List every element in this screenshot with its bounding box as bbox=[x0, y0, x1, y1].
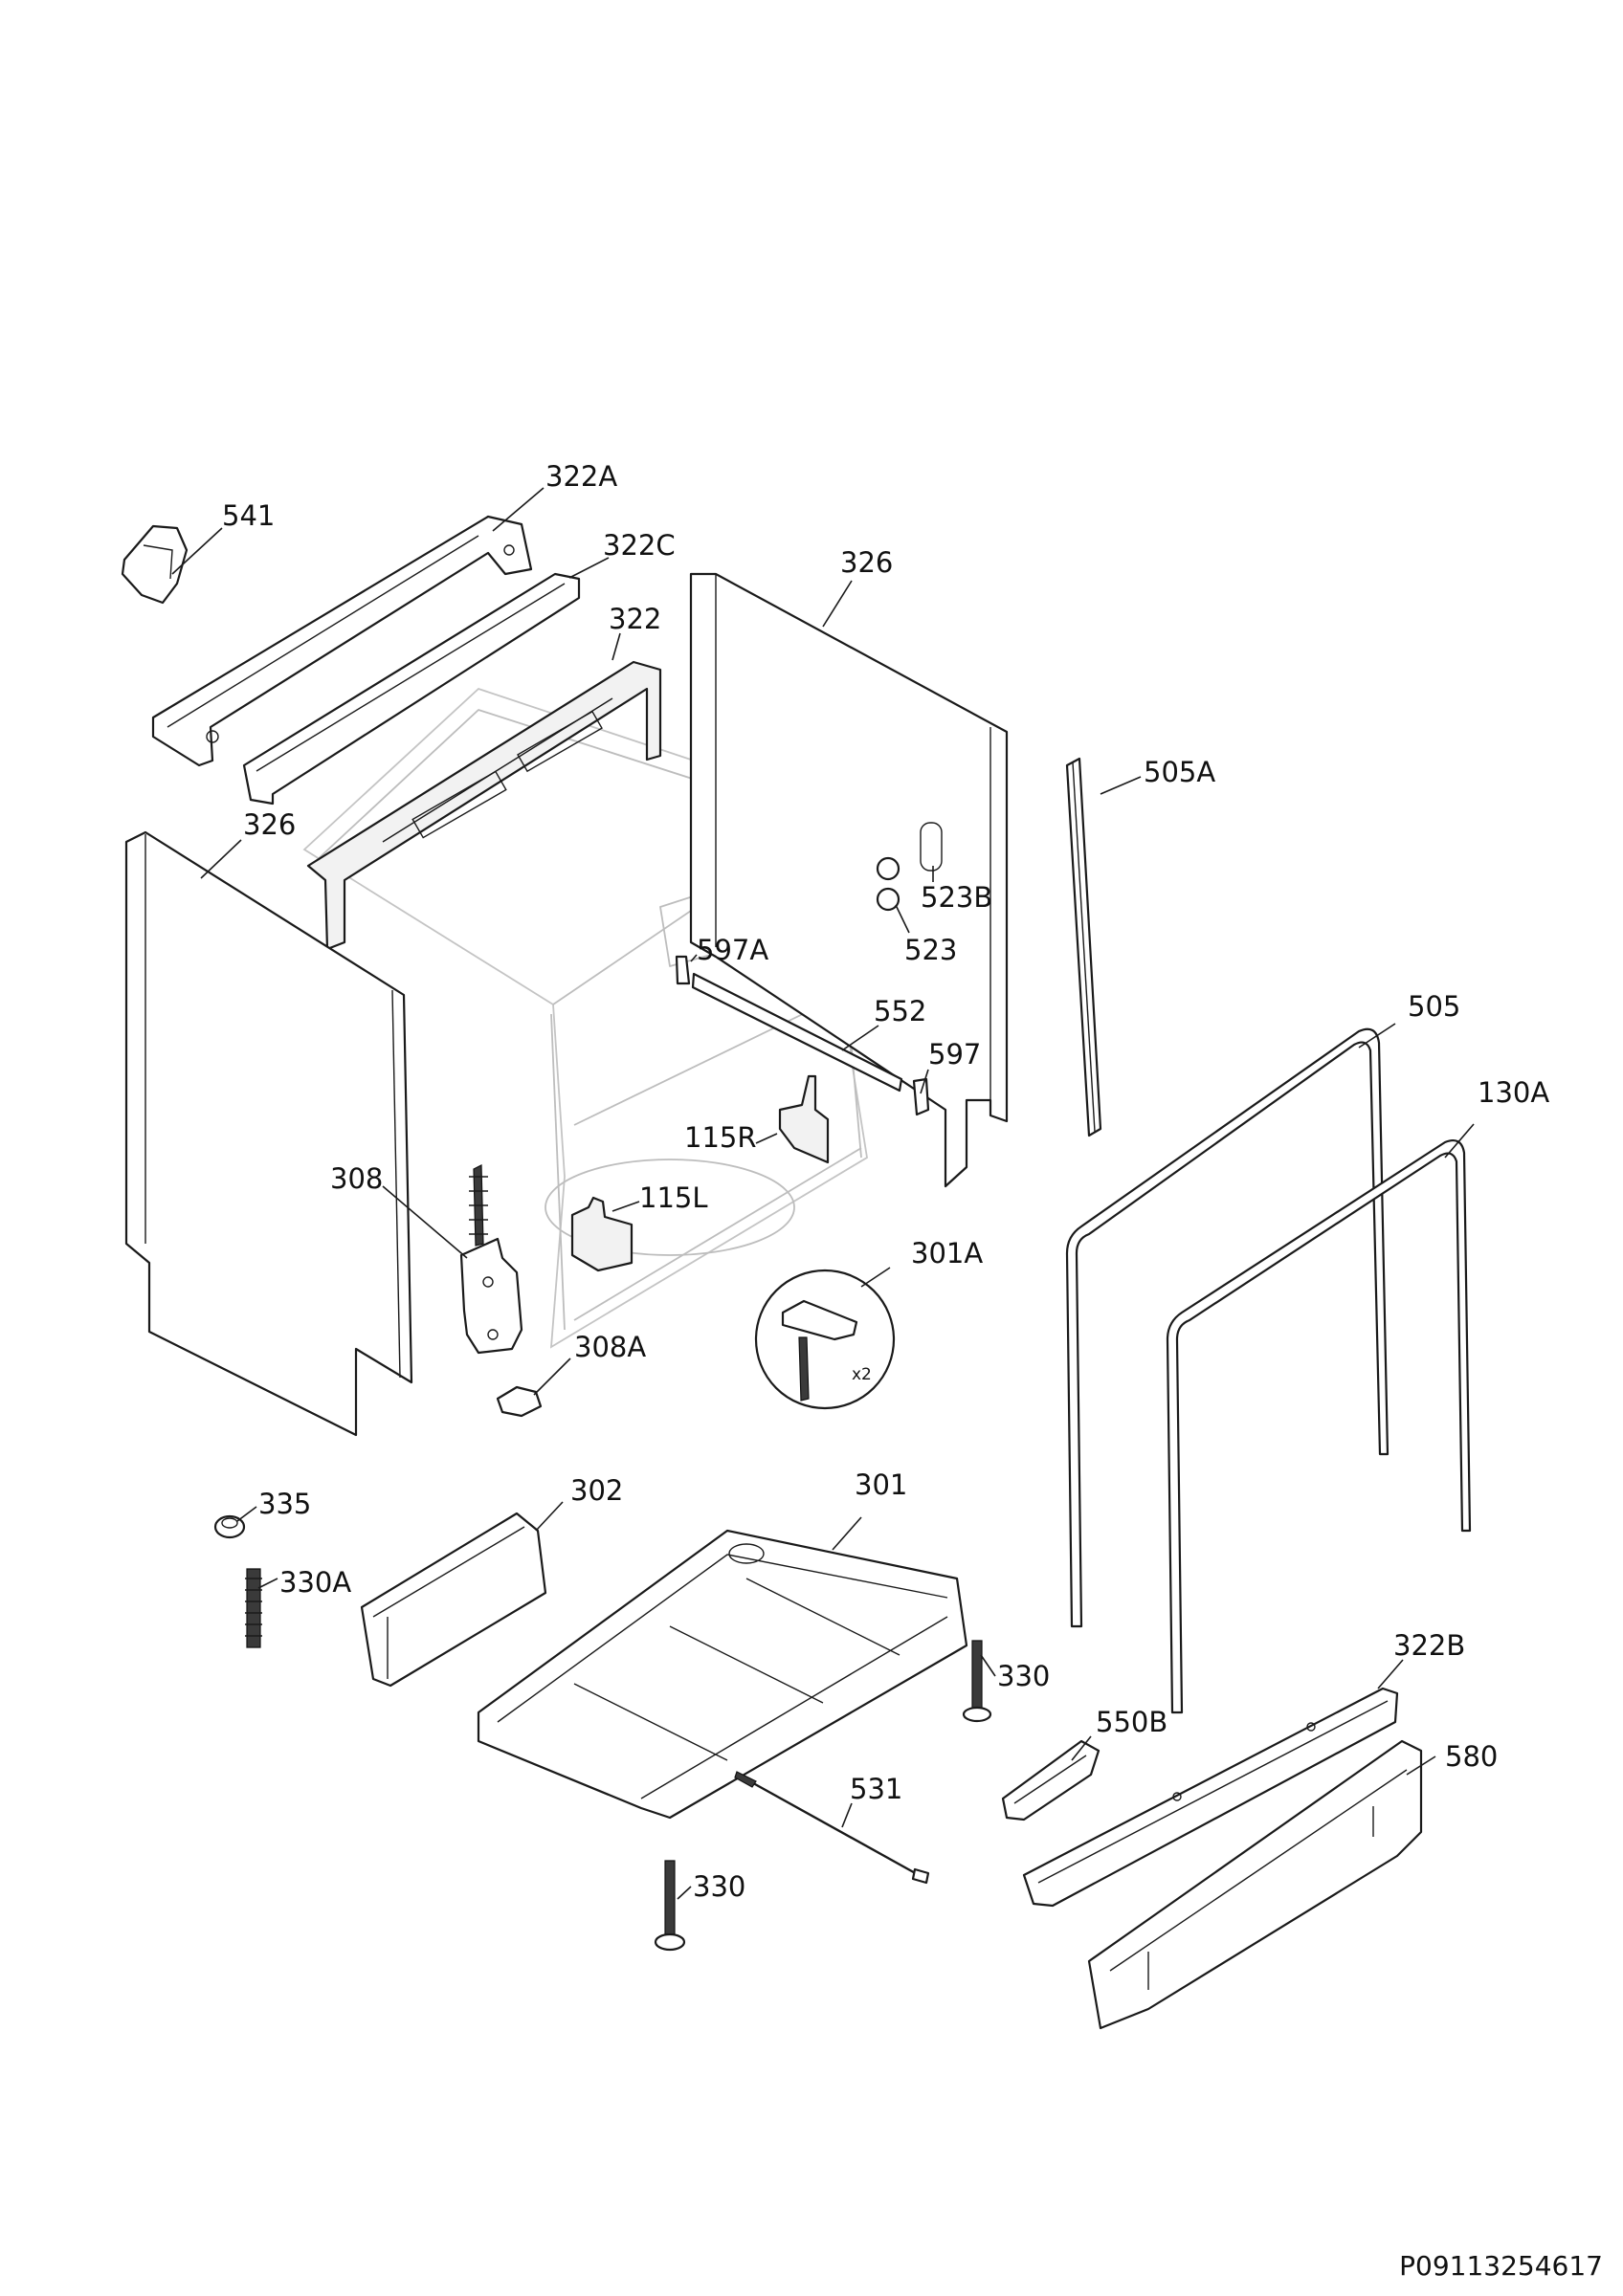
base-tray-301 bbox=[477, 1529, 968, 1820]
label-335: 335 bbox=[258, 1488, 311, 1520]
hinge-308 bbox=[459, 1164, 523, 1355]
clip-541 bbox=[121, 524, 189, 605]
label-550B: 550B bbox=[1096, 1706, 1167, 1738]
top-rail-322A bbox=[151, 515, 533, 767]
bracket-115R bbox=[778, 1074, 830, 1164]
label-130A: 130A bbox=[1478, 1076, 1549, 1109]
side-panel-326-left bbox=[124, 830, 413, 1437]
rail-552 bbox=[675, 955, 930, 1116]
detail-multiplier: x2 bbox=[852, 1365, 872, 1384]
label-505A: 505A bbox=[1144, 756, 1215, 788]
kick-plate-580 bbox=[1087, 1739, 1423, 2030]
label-523B: 523B bbox=[921, 881, 992, 914]
label-301: 301 bbox=[855, 1468, 907, 1501]
foot-cap-335 bbox=[213, 1514, 246, 1539]
foot-330-right bbox=[962, 1640, 992, 1723]
label-308A: 308A bbox=[574, 1331, 646, 1363]
label-322: 322 bbox=[609, 603, 661, 635]
door-seal-505 bbox=[1065, 1027, 1390, 1628]
clip-308A bbox=[496, 1385, 543, 1418]
door-seal-130A bbox=[1166, 1138, 1472, 1714]
bracket-115L bbox=[570, 1196, 634, 1272]
label-597A: 597A bbox=[697, 934, 768, 966]
top-frame-322 bbox=[306, 660, 662, 951]
cable-531 bbox=[734, 1771, 930, 1885]
threaded-rod-330A bbox=[245, 1568, 262, 1648]
label-330-bottom: 330 bbox=[693, 1870, 745, 1903]
label-115L: 115L bbox=[639, 1181, 708, 1214]
label-301A: 301A bbox=[911, 1237, 983, 1269]
foot-330-bottom bbox=[654, 1860, 686, 1952]
label-552: 552 bbox=[874, 995, 926, 1027]
label-115R: 115R bbox=[684, 1121, 757, 1154]
label-322A: 322A bbox=[545, 460, 617, 493]
label-505: 505 bbox=[1408, 990, 1460, 1023]
label-326-left: 326 bbox=[243, 808, 296, 841]
front-panel-302 bbox=[360, 1512, 547, 1688]
label-308: 308 bbox=[330, 1162, 383, 1195]
strip-322C bbox=[242, 572, 581, 806]
bracket-550B bbox=[1001, 1739, 1101, 1821]
seal-505A bbox=[1065, 757, 1102, 1137]
label-330-right: 330 bbox=[997, 1660, 1050, 1692]
callout-labels: 541 322A 322C 322 326 326 505A 523B 523 … bbox=[222, 460, 1549, 1903]
side-panel-326-right bbox=[689, 572, 1009, 1188]
label-326-top: 326 bbox=[840, 546, 893, 579]
label-597: 597 bbox=[928, 1038, 981, 1071]
label-580: 580 bbox=[1445, 1740, 1498, 1773]
label-302: 302 bbox=[570, 1474, 623, 1507]
label-322B: 322B bbox=[1393, 1629, 1465, 1662]
rail-322B bbox=[1022, 1687, 1399, 1908]
label-541: 541 bbox=[222, 499, 275, 532]
document-id: P09113254617 bbox=[1399, 2250, 1603, 2282]
detail-301A: x2 bbox=[754, 1269, 896, 1410]
label-322C: 322C bbox=[603, 529, 676, 562]
label-523: 523 bbox=[904, 934, 957, 966]
label-330A: 330A bbox=[279, 1566, 351, 1599]
leader-lines bbox=[171, 487, 1475, 1900]
label-531: 531 bbox=[850, 1773, 902, 1805]
